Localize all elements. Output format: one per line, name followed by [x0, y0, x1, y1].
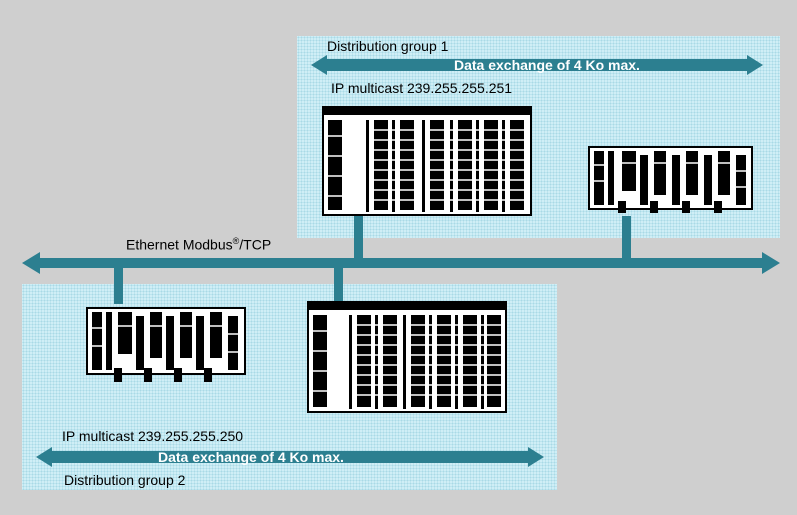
group-2-exchange-label: Data exchange of 4 Ko max. — [158, 449, 344, 465]
drop-line — [114, 266, 123, 304]
exchange-arrow-group-2 — [36, 447, 544, 467]
compact-plc-icon — [86, 307, 246, 382]
group-1-exchange-label: Data exchange of 4 Ko max. — [454, 57, 640, 73]
drop-line — [334, 266, 343, 304]
large-rack-icon — [307, 301, 507, 413]
registered-mark: ® — [232, 236, 240, 246]
drop-line — [354, 216, 363, 260]
group-2-multicast: IP multicast 239.255.255.250 — [62, 428, 244, 444]
large-rack-icon — [322, 106, 532, 216]
ethernet-bus — [22, 252, 780, 274]
group-1-multicast: IP multicast 239.255.255.251 — [331, 80, 513, 96]
compact-plc-icon — [588, 146, 753, 213]
group-2-name: Distribution group 2 — [64, 472, 186, 488]
network-label-main: Ethernet Modbus — [126, 236, 233, 253]
network-label-tail: /TCP — [239, 236, 272, 253]
network-label: Ethernet Modbus®/TCP — [126, 236, 271, 253]
drop-line — [622, 216, 631, 260]
exchange-arrow-group-1 — [311, 55, 763, 75]
group-1-name: Distribution group 1 — [327, 38, 449, 54]
